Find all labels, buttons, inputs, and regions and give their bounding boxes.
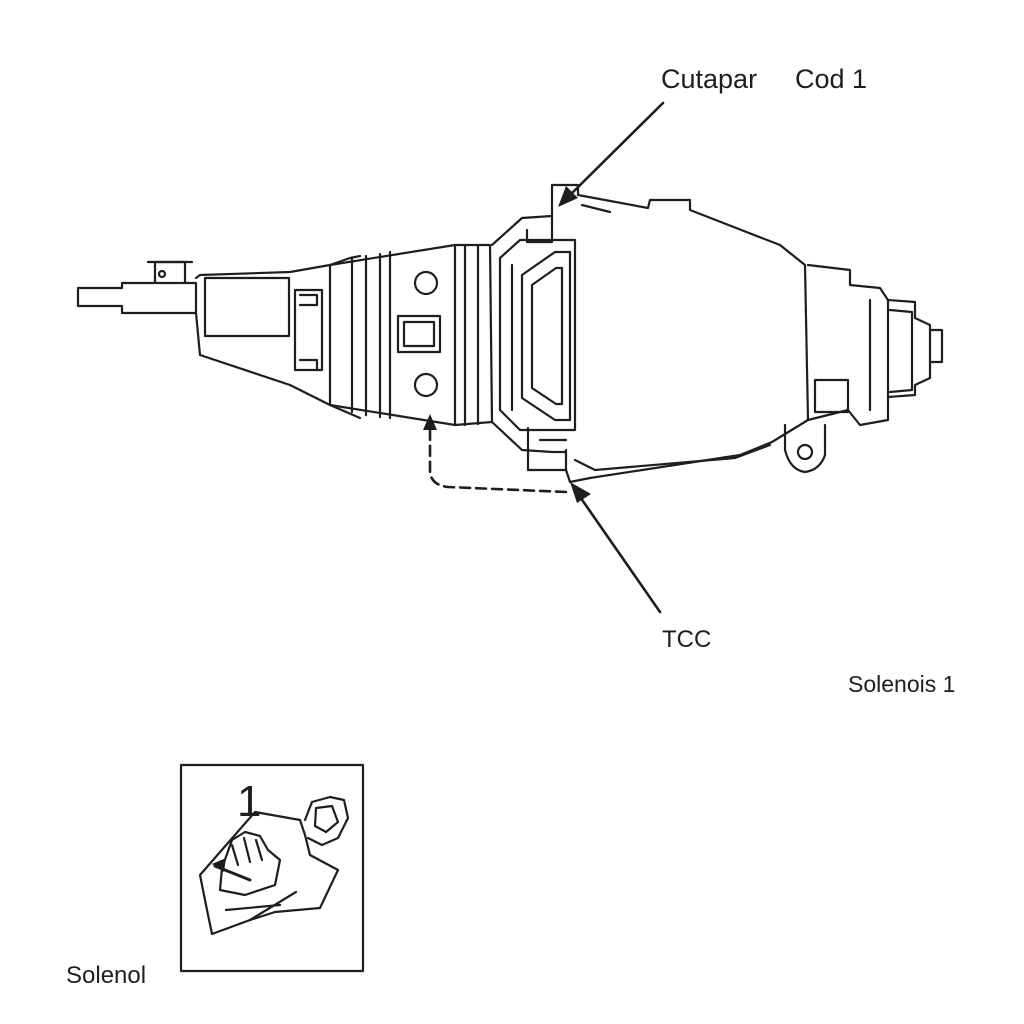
- arrowhead-dashed: [423, 414, 437, 430]
- main-case: [328, 243, 494, 427]
- output-shaft: [76, 260, 198, 315]
- label-cutapar: Cutapar: [661, 64, 758, 94]
- label-solenois-1: Solenois 1: [848, 671, 956, 697]
- leader-line-cutapar: [566, 101, 665, 199]
- solenoid-inset: [179, 763, 365, 973]
- arrowhead-tcc: [570, 482, 591, 503]
- inset-frame: [179, 763, 365, 973]
- label-tcc: TCC: [662, 626, 712, 653]
- valve-body: [490, 183, 580, 472]
- solenoid-icon: [198, 795, 350, 936]
- extension-housing: [194, 254, 362, 420]
- label-solenol: Solenol: [66, 962, 147, 989]
- bell-housing: [564, 193, 944, 484]
- label-cod-1: Cod 1: [795, 64, 868, 94]
- leader-line-tcc: [576, 492, 662, 614]
- inset-number: 1: [237, 777, 262, 826]
- arrowhead-cutapar: [558, 186, 578, 207]
- dashed-flow-path: [428, 426, 568, 494]
